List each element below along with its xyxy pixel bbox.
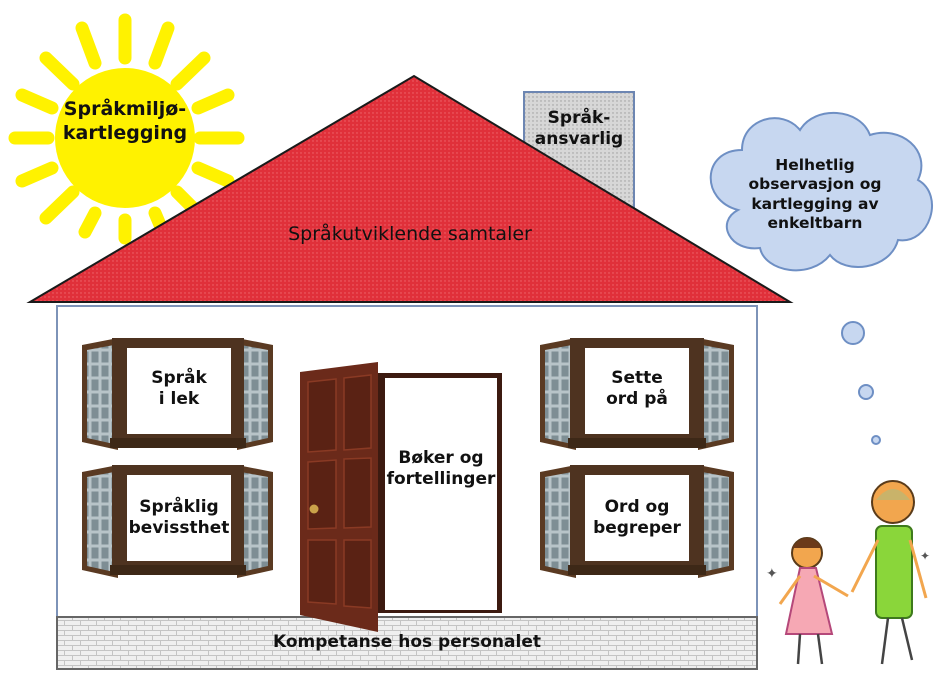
window-label-top-right: Sette ord på [606,368,668,410]
window-label-bottom-left: Språklig bevissthet [128,497,230,539]
svg-text:✦: ✦ [920,549,930,563]
window-pane-bottom-right [585,475,689,561]
foundation-label: Kompetanse hos personalet [273,632,541,652]
window-label-top-left: Språk i lek [151,368,207,410]
roof [26,74,794,303]
chimney-label: Språk- ansvarlig [534,108,624,150]
cloud-label: Helhetlig observasjon og kartlegging av … [748,156,882,233]
window-pane-bottom-left [127,475,231,561]
children-drawing: ✦ ✦ [766,480,930,665]
door-label: Bøker og fortellinger [386,448,496,490]
window-label-bottom-right: Ord og begreper [593,497,681,539]
door-opening [385,378,497,610]
sun-label: Språkmiljø- kartlegging [62,98,188,144]
window-pane-top-left [127,348,231,434]
foundation [56,616,758,670]
cloud [709,111,933,445]
svg-text:✦: ✦ [766,566,778,582]
roof-label: Språkutviklende samtaler [288,223,532,245]
sun [8,13,245,245]
window-pane-top-right [585,348,689,434]
